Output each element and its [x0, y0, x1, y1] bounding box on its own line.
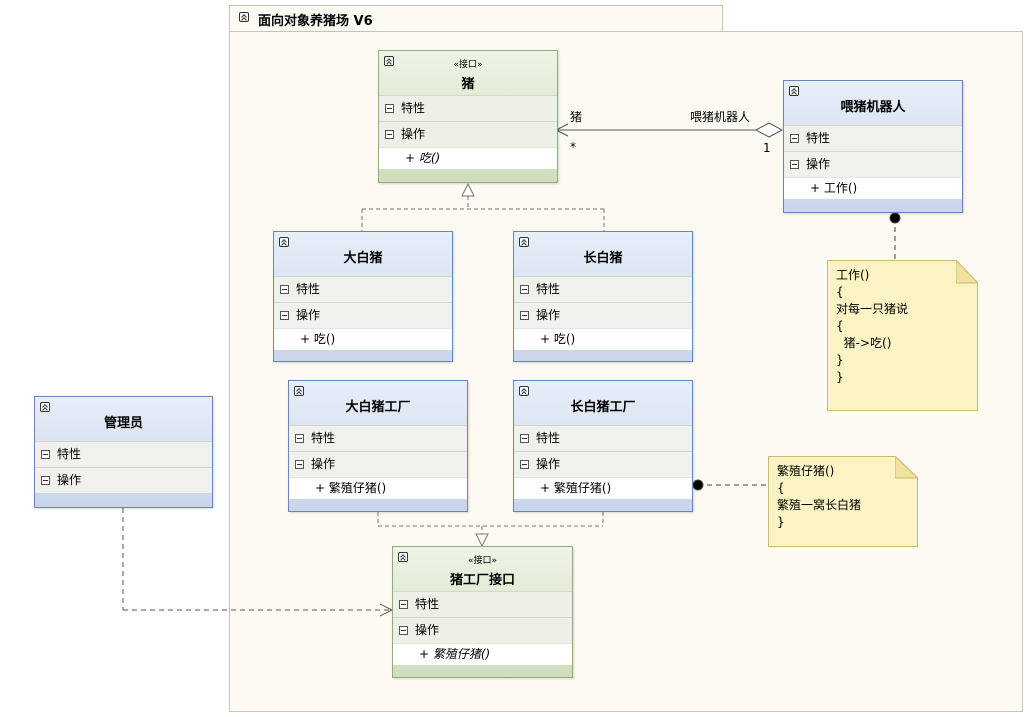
association-pig-multiplicity: * — [570, 140, 576, 154]
class-big-white-attributes[interactable]: 特性 — [274, 276, 452, 302]
package-collapse-icon[interactable] — [239, 12, 249, 22]
package-title: 面向对象养猪场 V6 — [258, 14, 373, 29]
class-long-white-factory-collapse-icon[interactable] — [519, 386, 529, 396]
class-feeder-name: 喂猪机器人 — [840, 100, 906, 115]
note-anchor-factory — [692, 479, 768, 491]
collapse-minus-icon[interactable] — [399, 600, 408, 609]
class-pig-factory-operation-breed[interactable]: + 繁殖仔猪() — [393, 643, 572, 665]
class-big-white-pig[interactable]: 大白猪 特性 操作 + 吃() — [273, 231, 453, 362]
class-long-white-pig[interactable]: 长白猪 特性 操作 + 吃() — [513, 231, 693, 362]
collapse-minus-icon[interactable] — [520, 434, 529, 443]
class-manager-collapse-icon[interactable] — [40, 402, 50, 412]
class-big-white-operation-eat[interactable]: + 吃() — [274, 328, 452, 350]
collapse-minus-icon[interactable] — [280, 285, 289, 294]
collapse-minus-icon[interactable] — [399, 626, 408, 635]
note-factory-breed[interactable]: 繁殖仔猪() { 繁殖一窝长白猪 } — [768, 456, 918, 547]
class-big-white-factory-operation-breed[interactable]: + 繁殖仔猪() — [289, 477, 467, 499]
collapse-minus-icon[interactable] — [295, 434, 304, 443]
class-big-white-name: 大白猪 — [343, 251, 383, 266]
class-feeder-operations[interactable]: 操作 — [784, 151, 962, 177]
class-long-white-collapse-icon[interactable] — [519, 237, 529, 247]
collapse-minus-icon[interactable] — [385, 104, 394, 113]
class-long-white-operation-eat[interactable]: + 吃() — [514, 328, 692, 350]
collapse-minus-icon[interactable] — [280, 311, 289, 320]
class-big-white-operations[interactable]: 操作 — [274, 302, 452, 328]
note-factory-fold-icon — [895, 456, 918, 479]
class-pig[interactable]: «接口» 猪 特性 操作 + 吃() — [378, 50, 558, 183]
class-big-white-factory-operations[interactable]: 操作 — [289, 451, 467, 477]
collapse-minus-icon[interactable] — [41, 476, 50, 485]
class-pig-factory-attributes[interactable]: 特性 — [393, 591, 572, 617]
collapse-minus-icon[interactable] — [295, 460, 304, 469]
package-tab — [229, 5, 723, 32]
association-feeder-pig — [554, 122, 784, 138]
class-pig-factory-name: 猪工厂接口 — [449, 573, 515, 588]
collapse-minus-icon[interactable] — [790, 160, 799, 169]
class-manager-name: 管理员 — [103, 416, 143, 431]
collapse-minus-icon[interactable] — [385, 130, 394, 139]
class-big-white-factory-collapse-icon[interactable] — [294, 386, 304, 396]
note-feeder-work[interactable]: 工作() { 对每一只猪说 { 猪->吃() } } — [827, 260, 978, 411]
class-long-white-factory[interactable]: 长白猪工厂 特性 操作 + 繁殖仔猪() — [513, 380, 693, 512]
class-big-white-factory-attributes[interactable]: 特性 — [289, 425, 467, 451]
association-feeder-multiplicity: 1 — [763, 141, 771, 155]
collapse-minus-icon[interactable] — [790, 134, 799, 143]
class-pig-attributes[interactable]: 特性 — [379, 95, 557, 121]
note-anchor-feeder — [889, 212, 901, 262]
collapse-minus-icon[interactable] — [520, 285, 529, 294]
class-pig-factory-interface[interactable]: «接口» 猪工厂接口 特性 操作 + 繁殖仔猪() — [392, 546, 573, 678]
note-feeder-fold-icon — [956, 260, 978, 284]
class-pig-name: 猪 — [461, 77, 475, 92]
class-feeder-collapse-icon[interactable] — [789, 86, 799, 96]
class-pig-factory-operations[interactable]: 操作 — [393, 617, 572, 643]
class-feeder-attributes[interactable]: 特性 — [784, 125, 962, 151]
class-long-white-operations[interactable]: 操作 — [514, 302, 692, 328]
class-big-white-factory-name: 大白猪工厂 — [345, 400, 411, 415]
realization-to-pig — [361, 182, 605, 231]
class-manager-attributes[interactable]: 特性 — [35, 441, 212, 467]
class-pig-collapse-icon[interactable] — [384, 56, 394, 66]
class-long-white-factory-name: 长白猪工厂 — [570, 400, 636, 415]
collapse-minus-icon[interactable] — [41, 450, 50, 459]
class-long-white-factory-attributes[interactable]: 特性 — [514, 425, 692, 451]
class-feeder-robot[interactable]: 喂猪机器人 特性 操作 + 工作() — [783, 80, 963, 213]
class-manager[interactable]: 管理员 特性 操作 — [34, 396, 213, 508]
class-long-white-name: 长白猪 — [583, 251, 623, 266]
dependency-manager-factory — [122, 508, 394, 617]
class-long-white-factory-operations[interactable]: 操作 — [514, 451, 692, 477]
class-pig-factory-stereotype: «接口» — [467, 556, 497, 566]
collapse-minus-icon[interactable] — [520, 460, 529, 469]
collapse-minus-icon[interactable] — [520, 311, 529, 320]
class-feeder-operation-work[interactable]: + 工作() — [784, 177, 962, 199]
class-big-white-collapse-icon[interactable] — [279, 237, 289, 247]
association-feeder-role: 喂猪机器人 — [690, 110, 751, 124]
class-big-white-factory[interactable]: 大白猪工厂 特性 操作 + 繁殖仔猪() — [288, 380, 468, 512]
class-pig-stereotype: «接口» — [453, 60, 483, 70]
association-pig-role: 猪 — [570, 110, 583, 124]
class-pig-operation-eat[interactable]: + 吃() — [379, 147, 557, 169]
realization-to-pig-factory — [377, 512, 604, 548]
class-long-white-factory-operation-breed[interactable]: + 繁殖仔猪() — [514, 477, 692, 499]
class-long-white-attributes[interactable]: 特性 — [514, 276, 692, 302]
class-manager-operations[interactable]: 操作 — [35, 467, 212, 493]
class-pig-factory-collapse-icon[interactable] — [398, 552, 408, 562]
class-pig-operations[interactable]: 操作 — [379, 121, 557, 147]
